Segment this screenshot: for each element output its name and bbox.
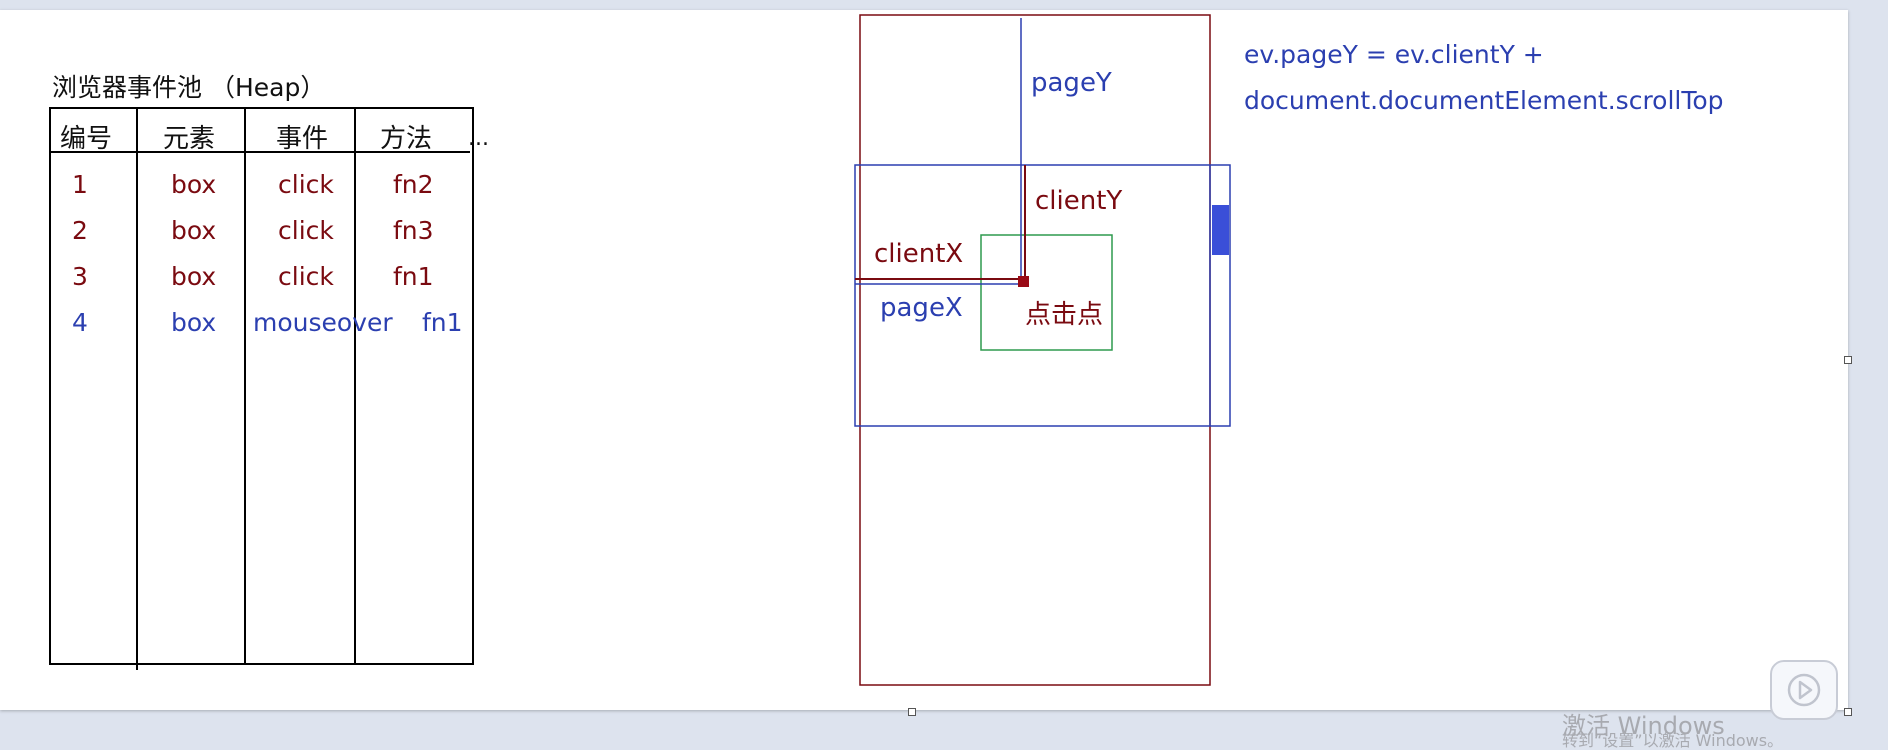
viewport-rect (854, 164, 1231, 427)
formula-line-2: document.documentElement.scrollTop (1244, 86, 1724, 115)
pool-cell-event: mouseover (253, 308, 393, 337)
pool-cell-no: 2 (72, 216, 88, 245)
element-box (980, 234, 1113, 351)
play-button[interactable] (1770, 660, 1838, 720)
pool-cell-method: fn3 (393, 216, 434, 245)
pool-cell-event: click (278, 262, 334, 291)
pool-header-event: 事件 (276, 124, 329, 154)
pool-cell-method: fn1 (393, 262, 434, 291)
click-point (1018, 276, 1029, 287)
coordinate-diagram (854, 14, 1231, 686)
clientX-label: clientX (874, 239, 964, 269)
clientY-label: clientY (1035, 186, 1123, 216)
pool-cell-event: click (278, 216, 334, 245)
pool-cell-element: box (171, 308, 217, 337)
pool-table-grid (49, 107, 474, 670)
selection-handle[interactable] (908, 708, 916, 716)
pool-cell-no: 4 (72, 308, 88, 337)
pageY-label: pageY (1031, 68, 1112, 98)
pool-header-element: 元素 (163, 124, 216, 154)
formula-line-1: ev.pageY = ev.clientY + (1244, 40, 1544, 69)
pool-cell-no: 3 (72, 262, 88, 291)
pool-cell-element: box (171, 216, 217, 245)
selection-handle[interactable] (1844, 708, 1852, 716)
slide-canvas: 浏览器事件池 （Heap） 编号 元素 事件 方法 ... 1 box click f… (0, 10, 1852, 716)
pool-cell-element: box (171, 170, 217, 199)
pool-cell-method: fn2 (393, 170, 434, 199)
pool-cell-no: 1 (72, 170, 88, 199)
pool-cell-element: box (171, 262, 217, 291)
scrollbar-thumb (1212, 205, 1229, 255)
activation-watermark-sub: 转到“设置”以激活 Windows。 (1562, 731, 1784, 750)
pool-header-method: 方法 (380, 124, 433, 154)
activation-watermark-title: 激活 Windows (1562, 712, 1725, 740)
pool-header-no: 编号 (60, 124, 113, 154)
pool-header-more: ... (468, 126, 489, 151)
pool-title: 浏览器事件池 （Heap） (52, 73, 326, 102)
pageX-label: pageX (880, 293, 963, 323)
pool-cell-method: fn1 (422, 308, 463, 337)
selection-handle[interactable] (1844, 356, 1852, 364)
click-point-label: 点击点 (1025, 300, 1104, 330)
play-icon (1787, 673, 1821, 707)
pool-cell-event: click (278, 170, 334, 199)
